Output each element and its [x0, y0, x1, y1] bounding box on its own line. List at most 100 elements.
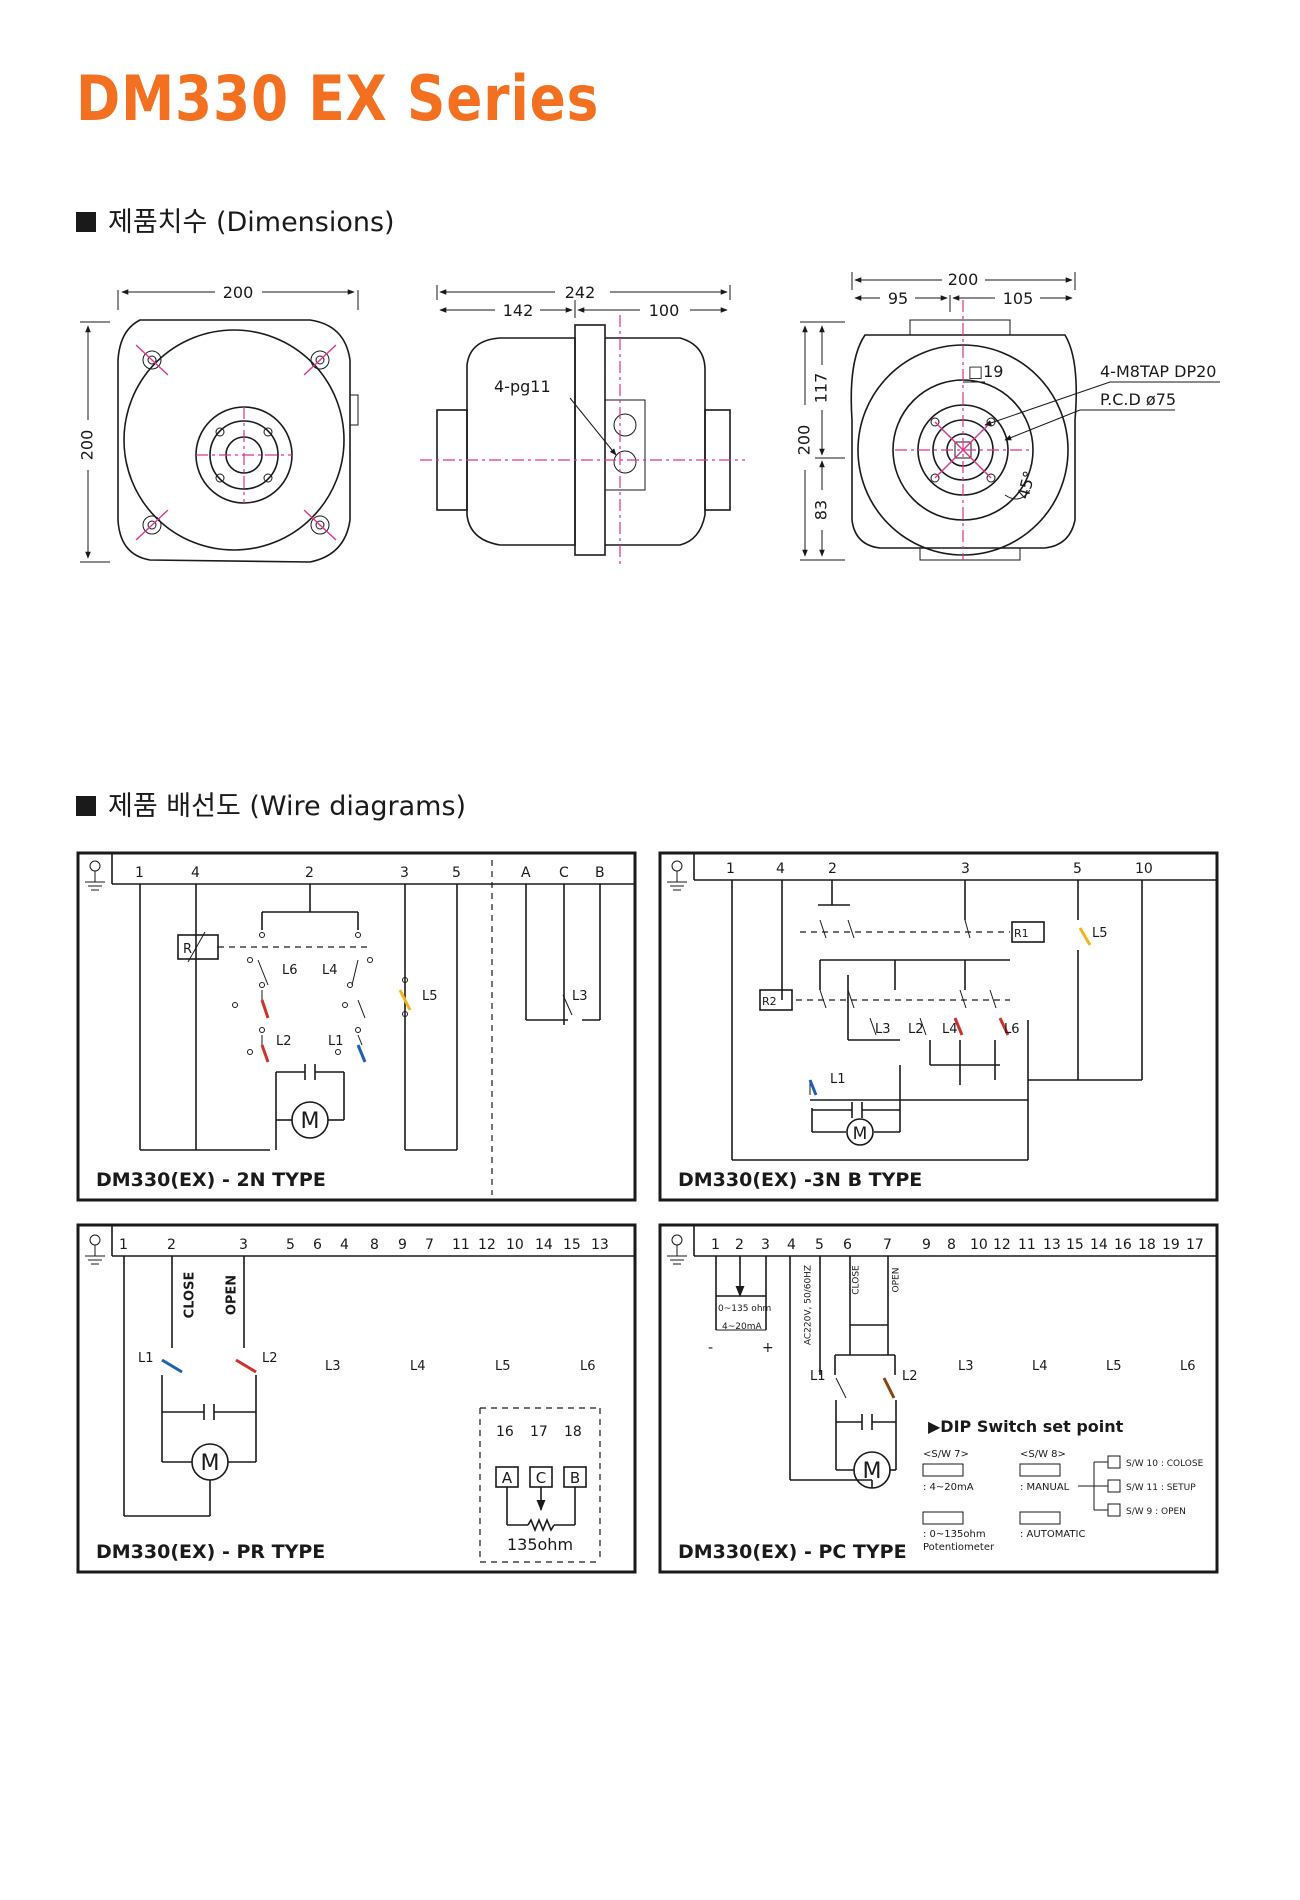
- terminal-label: 7: [883, 1237, 892, 1253]
- terminal-label: 4: [340, 1237, 349, 1253]
- terminal-label: 16: [1114, 1237, 1132, 1253]
- page-title: DM330 EX Series: [76, 62, 600, 135]
- terminal-label: 7: [425, 1237, 434, 1253]
- dimensions-heading: 제품치수 (Dimensions): [76, 200, 395, 239]
- terminal-label: 2: [167, 1237, 176, 1253]
- sw11-label: S/W 11 : SETUP: [1126, 1483, 1196, 1493]
- bottom-upper-label: 117: [812, 373, 831, 404]
- wiring-heading-text: 제품 배선도 (Wire diagrams): [108, 791, 467, 822]
- diagram-pc: [658, 1223, 1219, 1574]
- terminal-label: 19: [1162, 1237, 1180, 1253]
- diagram-pr: [76, 1223, 637, 1574]
- switch-label: L4: [1032, 1359, 1048, 1374]
- side-right-label: 100: [649, 301, 680, 320]
- terminal-label: 3: [961, 861, 970, 877]
- switch-label: L1: [830, 1072, 846, 1087]
- dimensions-heading-text: 제품치수 (Dimensions): [108, 207, 395, 238]
- terminal-label: 6: [843, 1237, 852, 1253]
- terminal-label: 2: [305, 865, 314, 881]
- terminal-label: 1: [711, 1237, 720, 1253]
- terminal-label: 15: [1066, 1237, 1084, 1253]
- terminal-label: 3: [761, 1237, 770, 1253]
- motor-symbol: M: [201, 1451, 220, 1476]
- terminal-label: 6: [313, 1237, 322, 1253]
- side-view-drawing: [420, 285, 745, 565]
- terminal-label: 4: [787, 1237, 796, 1253]
- square-drive-label: □19: [968, 362, 1003, 381]
- terminal-label: 11: [1018, 1237, 1036, 1253]
- diagram-caption: DM330(EX) - PC TYPE: [678, 1541, 907, 1563]
- sw9-label: S/W 9 : OPEN: [1126, 1507, 1186, 1517]
- plus-label: +: [762, 1340, 774, 1356]
- terminal-label: 10: [506, 1237, 524, 1253]
- bottom-left-label: 95: [888, 289, 908, 308]
- switch-label: L6: [1180, 1359, 1196, 1374]
- terminal-label: 3: [239, 1237, 248, 1253]
- sw7-label: <S/W 7>: [923, 1449, 969, 1460]
- switch-label: L3: [325, 1359, 341, 1374]
- motor-symbol: M: [863, 1459, 882, 1484]
- front-height-label: 200: [78, 430, 97, 461]
- switch-label: L2: [902, 1369, 918, 1384]
- open-label: OPEN: [892, 1268, 902, 1293]
- terminal-label: 15: [563, 1237, 581, 1253]
- pot-range-label: 0~135 ohm: [718, 1304, 771, 1314]
- relay-label: R2: [762, 995, 777, 1008]
- terminal-label: 5: [1073, 861, 1082, 877]
- terminal-label: 9: [922, 1237, 931, 1253]
- minus-label: -: [708, 1340, 713, 1356]
- cable-gland-label: 4-pg11: [494, 377, 551, 396]
- side-left-label: 142: [503, 301, 534, 320]
- pot-letter: B: [570, 1469, 580, 1487]
- terminal-label: 2: [828, 861, 837, 877]
- terminal-label: 3: [400, 865, 409, 881]
- square-bullet-icon: [76, 212, 96, 232]
- diagram-2n: [76, 851, 637, 1202]
- diagram-caption: DM330(EX) - PR TYPE: [96, 1541, 325, 1563]
- sw7-option: : 0~135ohm: [923, 1529, 986, 1540]
- terminal-label: 10: [1135, 861, 1153, 877]
- relay-label: R: [183, 942, 192, 957]
- switch-label: L5: [1106, 1359, 1122, 1374]
- diagram-2n-terminals: 1 4 2 3 5 A C B R L6 L4 L5 L3 L2 L1 M DM…: [96, 865, 605, 1191]
- switch-label: L6: [580, 1359, 596, 1374]
- terminal-label: 1: [135, 865, 144, 881]
- switch-label: L1: [810, 1369, 826, 1384]
- terminal-label: B: [595, 865, 605, 881]
- terminal-label: 10: [970, 1237, 988, 1253]
- bottom-width-label: 200: [948, 270, 979, 289]
- sw8-option: : MANUAL: [1020, 1482, 1070, 1493]
- pot-terminal-label: 17: [530, 1424, 548, 1440]
- current-range-label: 4~20mA: [722, 1322, 762, 1332]
- terminal-label: 14: [535, 1237, 553, 1253]
- diagram-3nb-terminals: 1 4 2 3 5 10 R1 R2 L5 L3 L2 L4 L6 L1 M D…: [678, 861, 1153, 1191]
- bottom-right-label: 105: [1003, 289, 1034, 308]
- dip-title: ▶DIP Switch set point: [928, 1417, 1124, 1436]
- terminal-label: 5: [452, 865, 461, 881]
- pot-value-label: 135ohm: [507, 1535, 573, 1554]
- diagram-caption: DM330(EX) -3N B TYPE: [678, 1169, 922, 1191]
- pot-letter: A: [502, 1469, 513, 1487]
- terminal-label: 12: [993, 1237, 1011, 1253]
- terminal-label: 5: [815, 1237, 824, 1253]
- terminal-label: 8: [370, 1237, 379, 1253]
- bottom-lower-label: 83: [812, 500, 831, 520]
- sw7-option: : 4~20mA: [923, 1482, 974, 1493]
- switch-label: L4: [942, 1022, 958, 1037]
- terminal-label: 4: [776, 861, 785, 877]
- terminal-label: 8: [947, 1237, 956, 1253]
- relay-label: R1: [1014, 927, 1029, 940]
- terminal-label: C: [559, 865, 569, 881]
- switch-label: L4: [322, 963, 338, 978]
- sw10-label: S/W 10 : COLOSE: [1126, 1459, 1204, 1469]
- pot-terminal-label: 18: [564, 1424, 582, 1440]
- motor-symbol: M: [301, 1109, 320, 1134]
- diagram-pr-terminals: 1 2 3 5 6 4 8 9 7 11 12 10 14 15 13 CLOS…: [96, 1237, 609, 1563]
- motor-symbol: M: [853, 1124, 868, 1144]
- front-width-label: 200: [223, 283, 254, 302]
- terminal-label: 1: [119, 1237, 128, 1253]
- sw8-option: : AUTOMATIC: [1020, 1529, 1085, 1540]
- terminal-label: 11: [452, 1237, 470, 1253]
- switch-label: L6: [282, 963, 298, 978]
